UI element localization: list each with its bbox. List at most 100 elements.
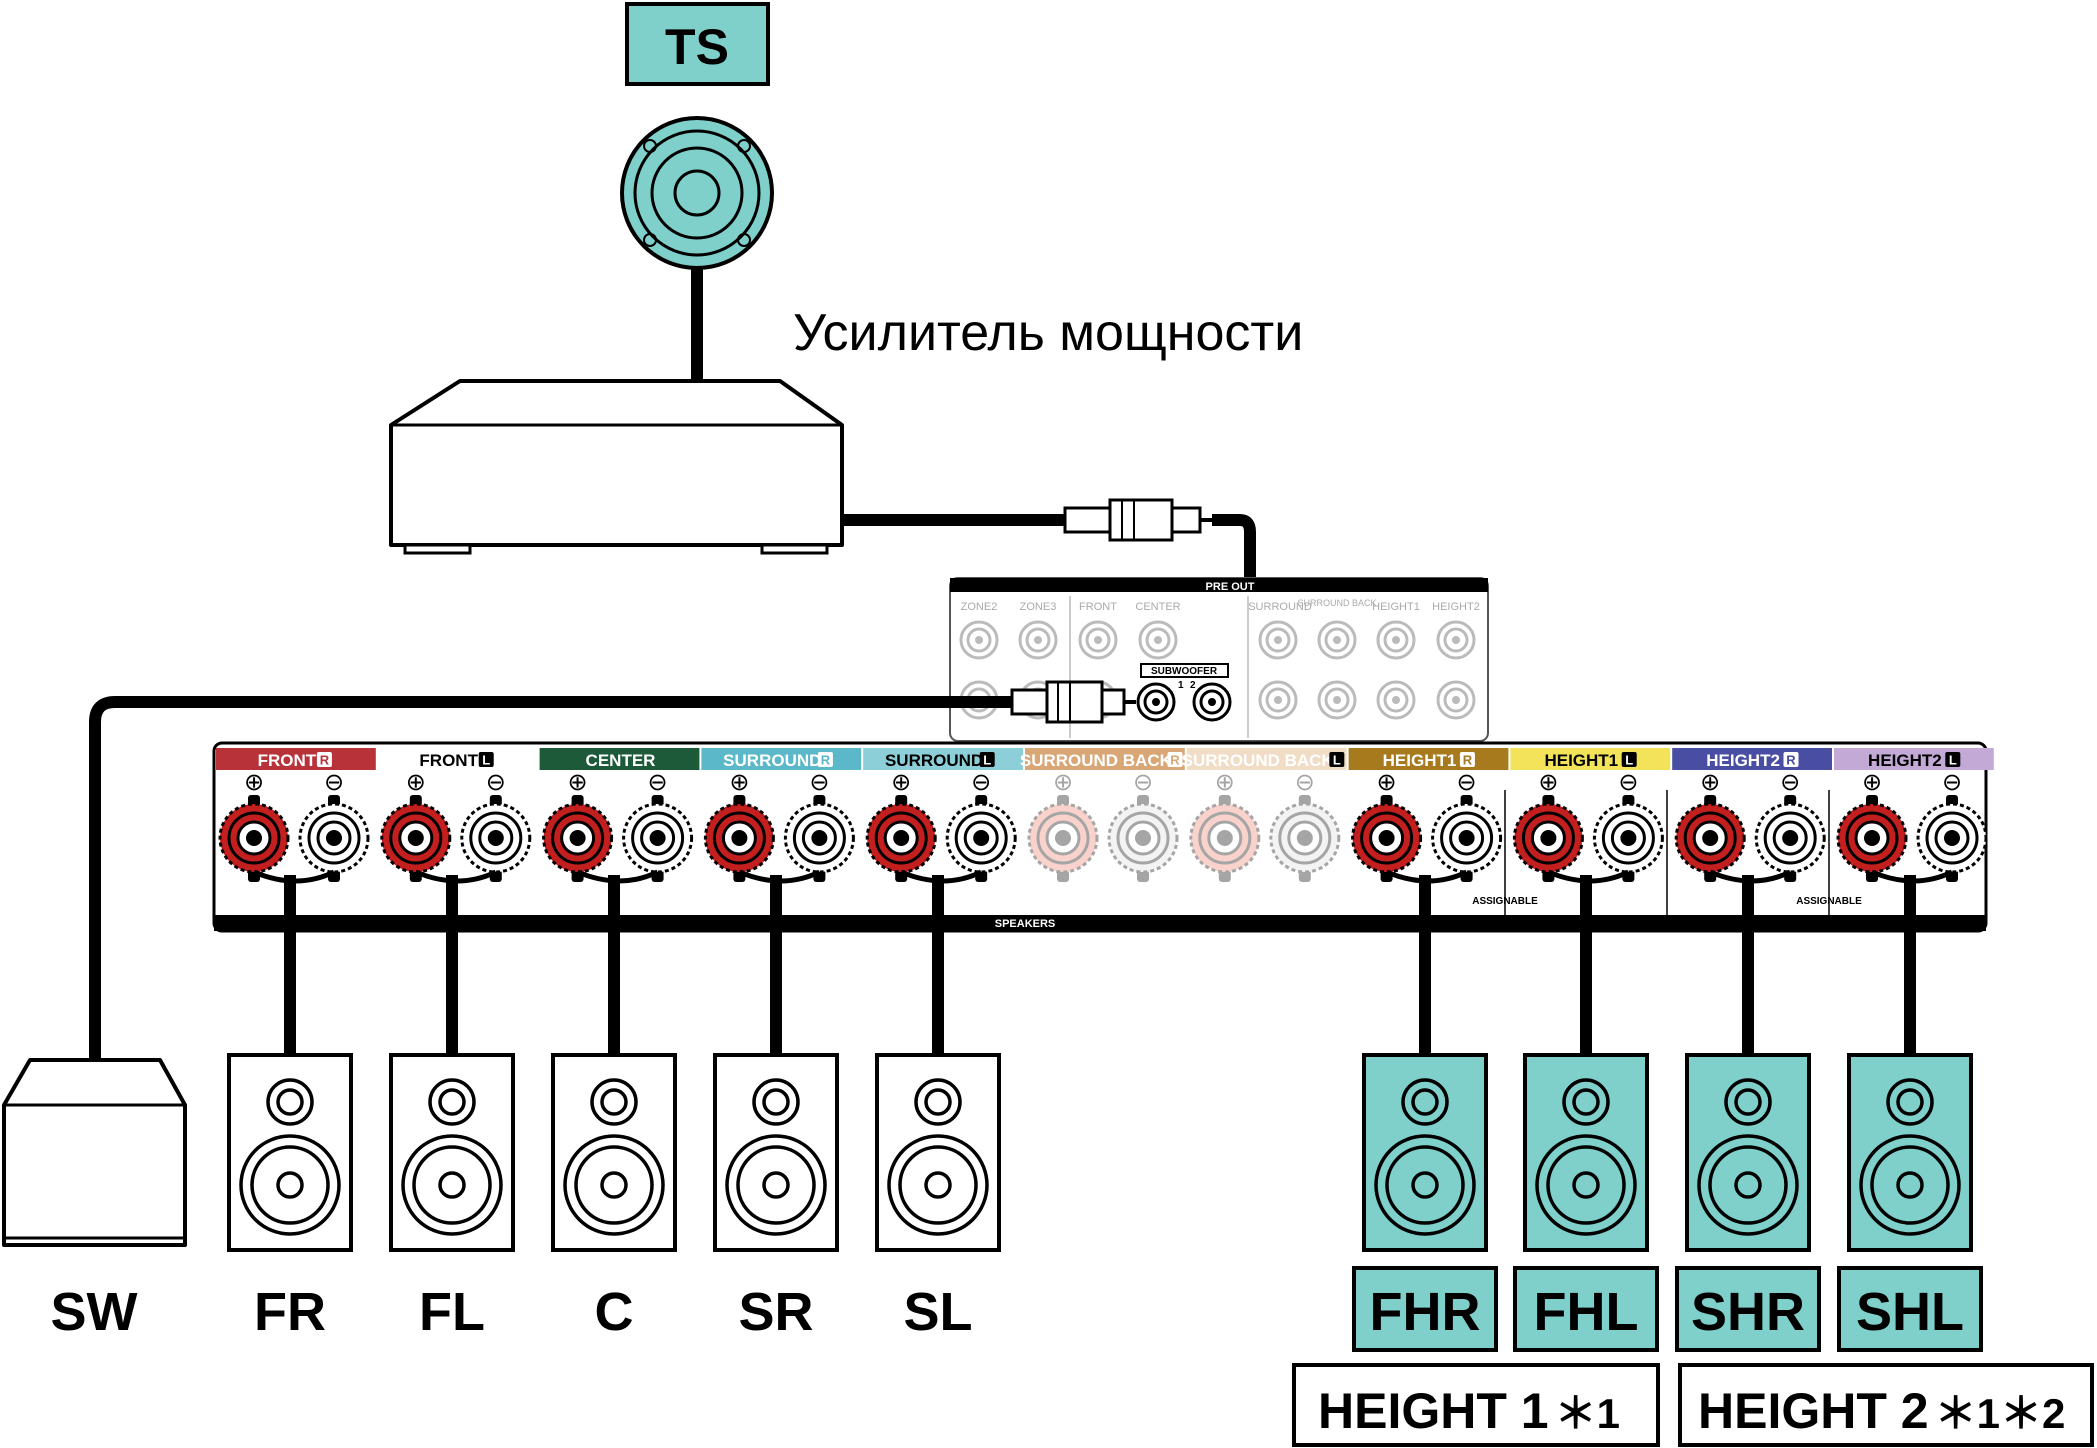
channel-header-2: CENTER xyxy=(539,748,700,770)
preout-jack xyxy=(1436,620,1476,660)
negative-terminal xyxy=(1107,795,1179,882)
speaker-label-sr: SR xyxy=(738,1282,813,1342)
positive-terminal xyxy=(380,795,452,882)
speaker-label-sl: SL xyxy=(903,1282,972,1342)
preout-center: CENTER xyxy=(1135,601,1180,613)
speaker-label-sw: SW xyxy=(51,1282,138,1342)
channel-side: R xyxy=(1463,753,1473,768)
preout-jack xyxy=(1138,620,1178,660)
speaker-shr: SHR xyxy=(1675,1053,1821,1352)
positive-terminal xyxy=(1027,795,1099,882)
negative-terminal xyxy=(1916,795,1988,882)
minus-symbol: ⊖ xyxy=(971,769,991,796)
minus-symbol: ⊖ xyxy=(1942,769,1962,796)
preout-jack xyxy=(1436,680,1476,720)
preout-height1: HEIGHT1 xyxy=(1372,601,1420,613)
subwoofer-label: SUBWOOFER xyxy=(1151,666,1218,677)
assignable-label-2: ASSIGNABLE xyxy=(1796,896,1862,907)
preout-jack xyxy=(1258,620,1298,660)
minus-symbol: ⊖ xyxy=(809,769,829,796)
height-group-2: HEIGHT 2＊1＊2 xyxy=(1678,1363,2094,1447)
speaker-label-box xyxy=(1837,1266,1983,1352)
speaker-label-fr: FR xyxy=(254,1282,326,1342)
preout-surround: SURROUND xyxy=(1248,601,1312,613)
height-group-1: HEIGHT 1＊1 xyxy=(1292,1363,1660,1447)
plus-symbol: ⊕ xyxy=(1377,769,1397,796)
channel-name: SURROUND BACK xyxy=(1020,751,1173,770)
speaker-cabinet-icon xyxy=(551,1053,677,1252)
positive-terminal xyxy=(1189,795,1261,882)
ts-label-box xyxy=(625,2,770,86)
preout-jack xyxy=(1018,620,1058,660)
plus-symbol: ⊕ xyxy=(891,769,911,796)
height-group-2-label: HEIGHT 2＊1＊2 xyxy=(1698,1383,2065,1439)
speaker-sl: SL xyxy=(875,1053,1001,1342)
speaker-sr: SR xyxy=(713,1053,839,1342)
channel-side: L xyxy=(1625,753,1633,768)
negative-terminal xyxy=(945,795,1017,882)
channel-side: L xyxy=(983,753,991,768)
plus-symbol: ⊕ xyxy=(568,769,588,796)
speakers-label: SPEAKERS xyxy=(995,918,1056,930)
plus-symbol: ⊕ xyxy=(244,769,264,796)
negative-terminal xyxy=(460,795,532,882)
preout-jack xyxy=(959,620,999,660)
preout-zone3: ZONE3 xyxy=(1020,601,1057,613)
positive-terminal xyxy=(1674,795,1746,882)
amplifier-label: Усилитель мощности xyxy=(793,304,1303,362)
positive-terminal xyxy=(865,795,937,882)
channel-side: R xyxy=(1170,753,1180,768)
speaker-label-fhr: FHR xyxy=(1370,1282,1481,1342)
speaker-cabinet-icon xyxy=(389,1053,515,1252)
preout-jack xyxy=(1317,680,1357,720)
top-speaker: TS xyxy=(620,2,774,380)
minus-symbol: ⊖ xyxy=(648,769,668,796)
channel-header-10: HEIGHT2 L xyxy=(1834,748,1994,770)
speaker-fhl: FHL xyxy=(1513,1053,1659,1352)
channel-side: L xyxy=(1949,753,1957,768)
negative-terminal xyxy=(622,795,694,882)
negative-terminal xyxy=(1431,795,1503,882)
channel-name: SURROUND xyxy=(885,751,983,770)
preout-panel: PRE OUT ZONE2 ZONE3 FRONT CENTER SURROUN… xyxy=(949,577,1489,742)
subwoofer-icon xyxy=(2,1058,187,1247)
speaker-cabinet-icon xyxy=(1362,1053,1488,1252)
speaker-cables xyxy=(284,875,1916,1057)
subwoofer-number-1: 1 xyxy=(1178,680,1184,691)
channel-side: R xyxy=(1786,753,1796,768)
plus-symbol: ⊕ xyxy=(1053,769,1073,796)
positive-terminal xyxy=(1512,795,1584,882)
channel-name: HEIGHT2 xyxy=(1868,751,1942,770)
subwoofer-jack-2 xyxy=(1192,682,1232,722)
channel-name: CENTER xyxy=(586,751,656,770)
channel-name: SURROUND xyxy=(723,751,821,770)
speaker-label-box xyxy=(1675,1266,1821,1352)
speaker-cabinet-icon xyxy=(713,1053,839,1252)
preout-jack xyxy=(1078,620,1118,660)
positive-terminal xyxy=(703,795,775,882)
ts-label: TS xyxy=(665,19,729,75)
minus-symbol: ⊖ xyxy=(1780,769,1800,796)
speaker-fl: FL xyxy=(389,1053,515,1342)
preout-surround-back: SURROUND BACK xyxy=(1297,598,1376,608)
channel-name: HEIGHT2 xyxy=(1706,751,1780,770)
minus-symbol: ⊖ xyxy=(486,769,506,796)
subwoofer-jack-1 xyxy=(1136,682,1176,722)
minus-symbol: ⊖ xyxy=(1133,769,1153,796)
plus-symbol: ⊕ xyxy=(406,769,426,796)
speaker-label-box xyxy=(1352,1266,1498,1352)
speaker-fr: FR xyxy=(227,1053,353,1342)
channel-name: SURROUND BACK xyxy=(1182,751,1335,770)
preout-jack xyxy=(1258,680,1298,720)
speaker-cabinet-icon xyxy=(1523,1053,1649,1252)
speaker-c: C xyxy=(551,1053,677,1342)
power-amplifier: Усилитель мощности xyxy=(389,304,1303,555)
plus-symbol: ⊕ xyxy=(729,769,749,796)
